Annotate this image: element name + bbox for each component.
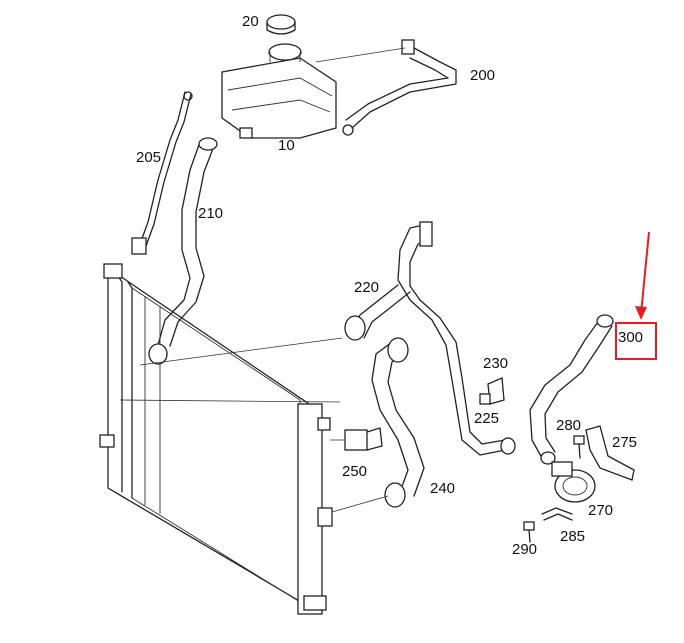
label-part-10: 10 (278, 137, 295, 154)
part-225-230-clip (479, 377, 505, 405)
label-part-275: 275 (612, 434, 637, 451)
part-200-hose (315, 39, 457, 136)
label-part-200: 200 (470, 67, 495, 84)
part-300-highlight: 300 (615, 231, 657, 360)
label-part-280: 280 (556, 417, 581, 434)
label-part-285: 285 (560, 528, 585, 545)
part-10-expansion-tank (221, 43, 337, 139)
radiator (99, 263, 333, 615)
part-250-connector (330, 427, 383, 451)
part-210-hose (148, 137, 218, 365)
part-220-hose (344, 221, 516, 456)
part-275-bracket (585, 425, 635, 481)
label-part-250: 250 (342, 463, 367, 480)
part-205-vent-hose (131, 91, 193, 255)
label-part-230: 230 (483, 355, 508, 372)
label-part-300: 300 (618, 329, 643, 346)
label-part-220: 220 (354, 279, 379, 296)
part-240-hose (331, 337, 425, 513)
part-290-bolt (523, 521, 535, 543)
label-part-225: 225 (474, 410, 499, 427)
label-part-290: 290 (512, 541, 537, 558)
label-part-240: 240 (430, 480, 455, 497)
part-285-hose-clip (541, 507, 573, 521)
label-part-270: 270 (588, 502, 613, 519)
part-20-expansion-cap (266, 14, 296, 35)
label-part-205: 205 (136, 149, 161, 166)
label-part-210: 210 (198, 205, 223, 222)
part-300-hose (529, 314, 614, 465)
label-part-20: 20 (242, 13, 259, 30)
part-280-bolt (573, 435, 585, 459)
part-270-auxiliary-pump (551, 461, 596, 503)
